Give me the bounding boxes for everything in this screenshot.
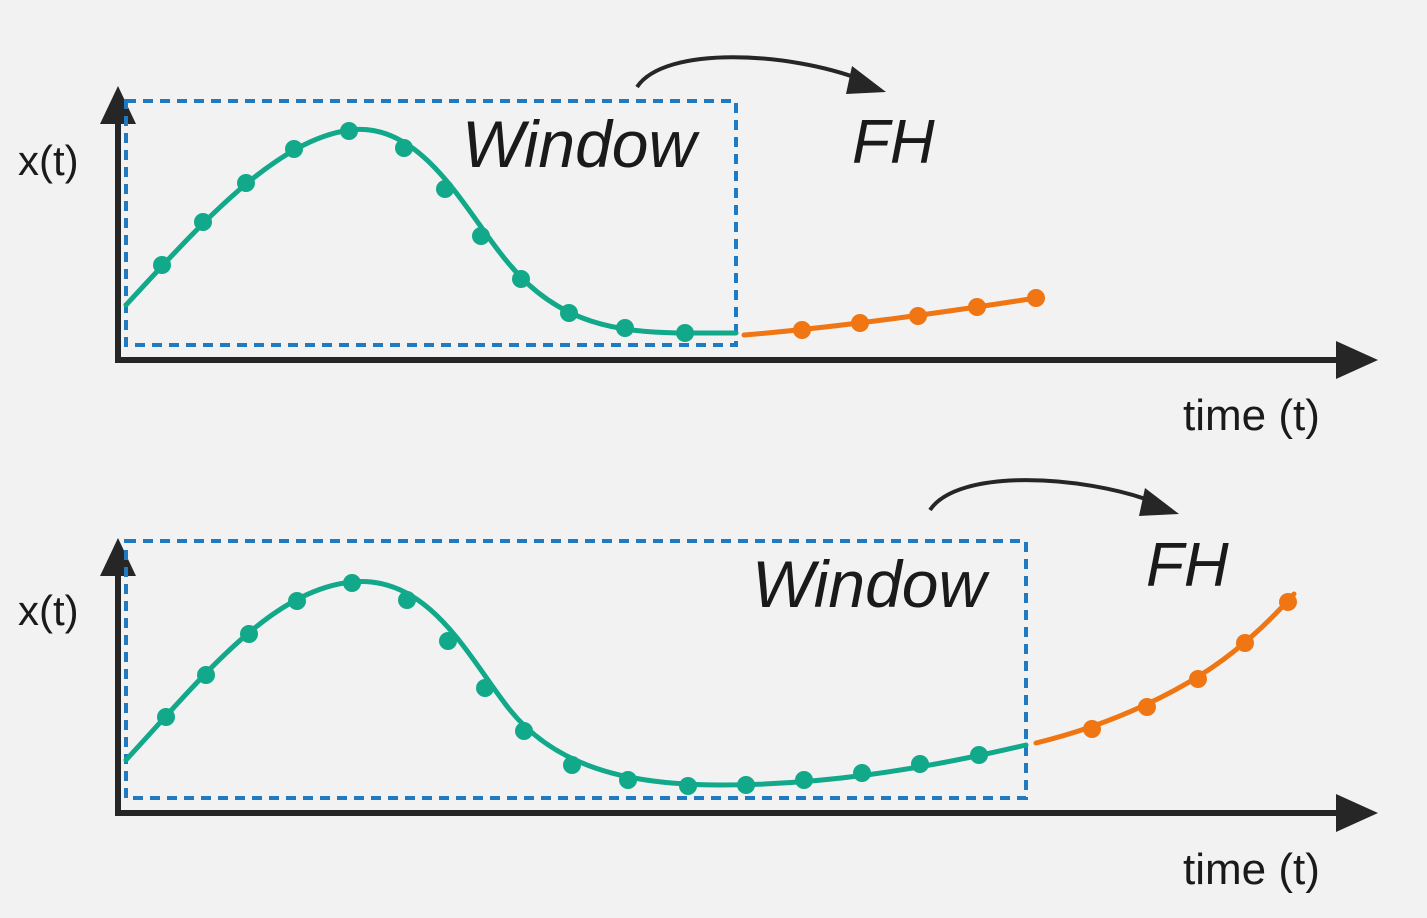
x-axis-label: time (t) [1183,845,1320,894]
forecast-point [1138,698,1156,716]
history-point [398,591,416,609]
forecast-point [1189,670,1207,688]
forecast-point [1236,634,1254,652]
history-point [679,777,697,795]
forecast-points [1083,593,1297,738]
history-point [439,632,457,650]
history-point [340,122,358,140]
forecast-points [793,289,1045,339]
panel-1: x(t) time (t) Window FH [18,55,1378,440]
y-axis-label: x(t) [18,587,79,634]
forecast-point [793,321,811,339]
history-point [676,324,694,342]
history-points [157,574,988,795]
forecast-curve [741,295,1039,338]
history-point [911,755,929,773]
history-point [472,227,490,245]
history-points [153,122,694,342]
history-point [970,746,988,764]
history-point [795,771,813,789]
history-curve [123,126,739,336]
history-point [737,776,755,794]
window-box [124,539,1028,800]
window-label: Window [752,547,990,621]
y-axis-arrowhead [100,538,136,576]
x-axis-arrowhead [1336,341,1378,379]
history-point [197,666,215,684]
history-point [563,756,581,774]
y-axis-arrowhead [100,86,136,124]
x-axis-label: time (t) [1183,391,1320,440]
history-point [343,574,361,592]
horizon-arrowhead [1139,488,1179,516]
history-point [515,722,533,740]
history-point [512,270,530,288]
y-axis-label: x(t) [18,137,79,184]
history-point [616,319,634,337]
history-point [288,592,306,610]
horizon-arrowhead [846,66,886,94]
history-point [395,139,413,157]
horizon-label: FH [852,108,935,177]
horizon-arrow [928,478,1155,512]
forecast-point [1279,593,1297,611]
forecast-point [1027,289,1045,307]
history-point [619,771,637,789]
horizon-arrow [635,55,863,89]
history-point [560,304,578,322]
x-axis-arrowhead [1336,794,1378,832]
history-point [240,625,258,643]
horizon-label: FH [1146,531,1229,600]
history-curve [123,579,1029,788]
forecast-point [1083,720,1101,738]
history-point [436,180,454,198]
history-point [157,708,175,726]
history-point [285,140,303,158]
window-label: Window [462,107,700,181]
history-point [194,213,212,231]
history-point [237,174,255,192]
panel-2: x(t) time (t) Window FH [18,478,1378,894]
forecast-curve [1033,591,1297,746]
history-point [853,764,871,782]
forecast-point [851,314,869,332]
history-point [153,256,171,274]
window-box [124,99,738,347]
forecast-point [968,298,986,316]
forecast-point [909,307,927,325]
history-point [476,679,494,697]
